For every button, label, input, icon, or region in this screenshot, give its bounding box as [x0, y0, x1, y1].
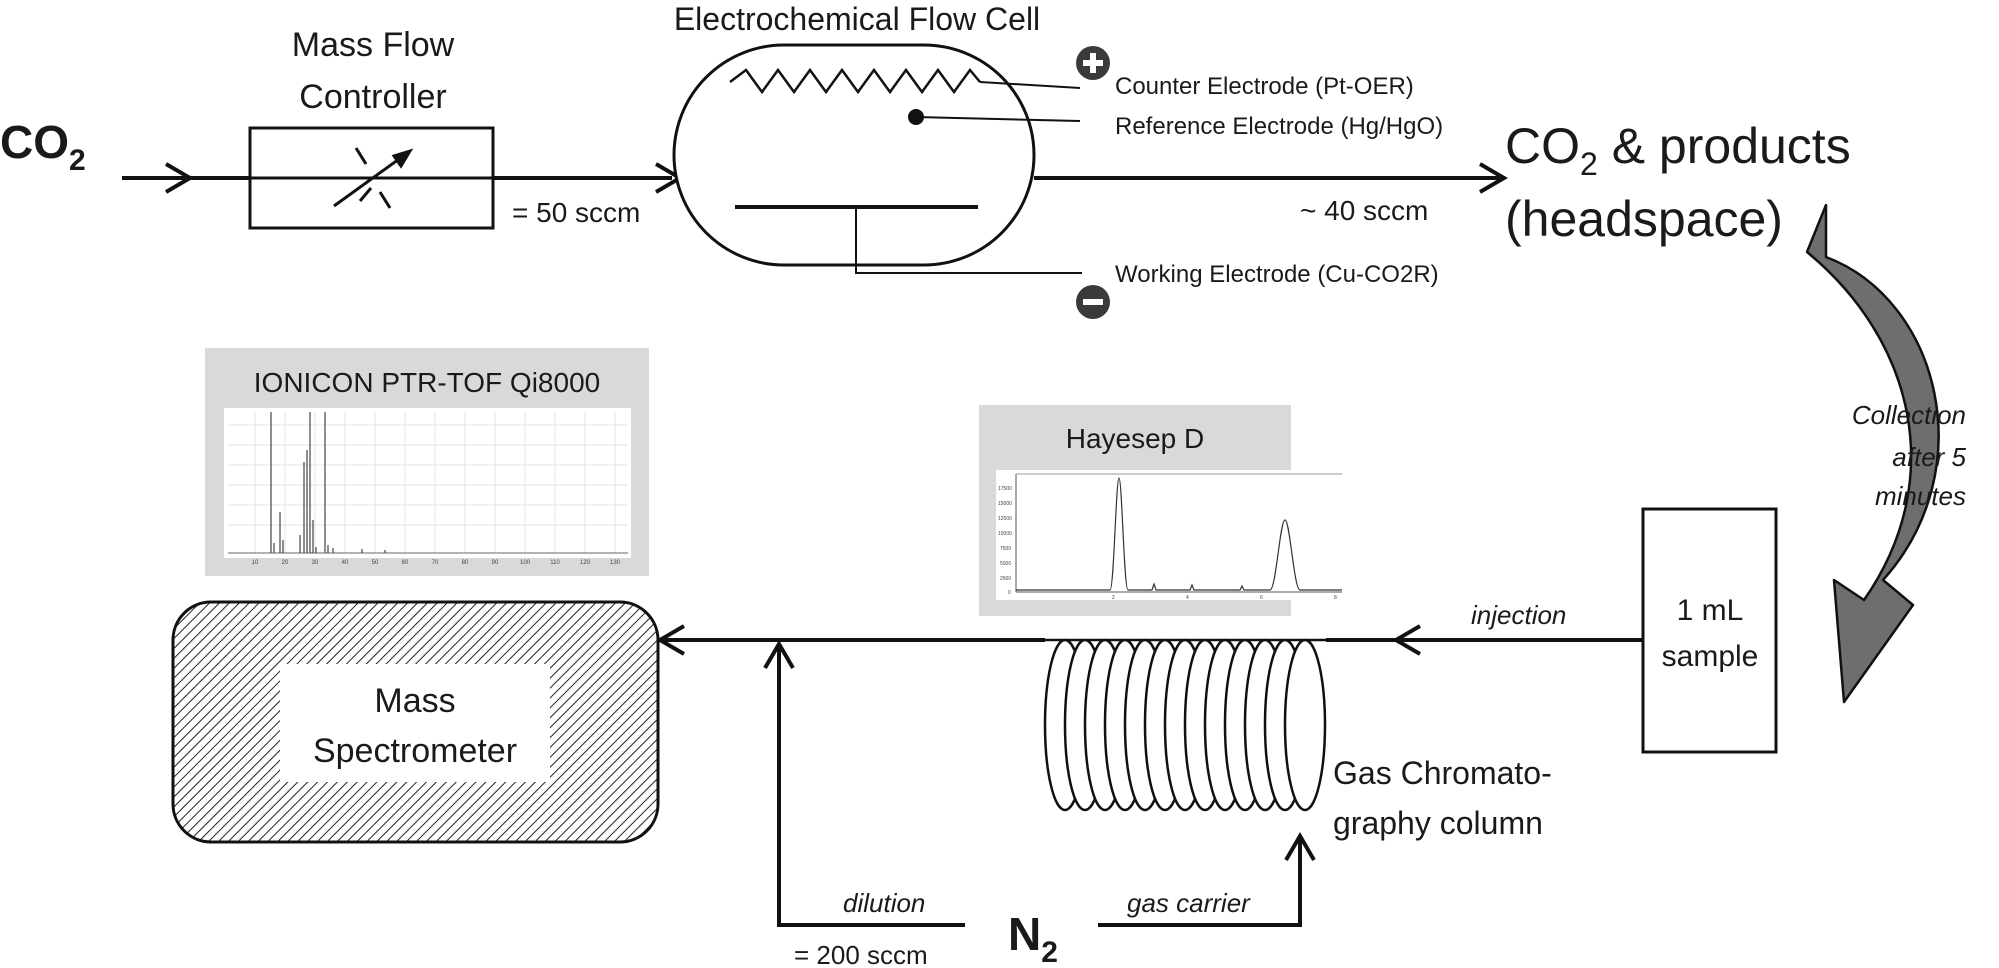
svg-text:120: 120: [580, 560, 591, 566]
svg-text:90: 90: [492, 560, 499, 566]
cell-outlet-line: [1034, 162, 1508, 194]
injection-label: injection: [1471, 600, 1566, 630]
dilution-flow-rate: = 200 sccm: [794, 940, 928, 968]
ms-inset-title: IONICON PTR-TOF Qi8000: [254, 367, 600, 398]
mass-spectrometer-label-1: Mass: [374, 682, 455, 720]
gc-column-label-1: Gas Chromato-: [1333, 755, 1552, 791]
svg-text:17500: 17500: [998, 486, 1012, 492]
gc-chromatogram-inset: Hayesep D 17500 15000 12500 10000 7500 5…: [979, 405, 1344, 616]
valve-symbol-icon: [250, 147, 493, 209]
svg-text:80: 80: [462, 560, 469, 566]
collection-label-1: Collection: [1852, 400, 1966, 430]
svg-text:100: 100: [520, 560, 531, 566]
plus-badge-icon: [1076, 46, 1110, 80]
svg-text:5000: 5000: [1000, 561, 1011, 567]
gc-to-ms-line: [656, 624, 1045, 656]
svg-text:6: 6: [1260, 595, 1263, 601]
sample-label-2: sample: [1662, 640, 1759, 673]
svg-text:12500: 12500: [998, 516, 1012, 522]
headspace-subtitle: (headspace): [1505, 191, 1783, 247]
collection-label-2: after 5: [1892, 442, 1966, 472]
co2-input-label: CO2: [0, 116, 86, 177]
collection-label-3: minutes: [1875, 481, 1966, 511]
gc-column-coil-icon: [1043, 638, 1327, 812]
ms-spectrum-inset: IONICON PTR-TOF Qi8000: [205, 348, 649, 576]
gas-carrier-label: gas carrier: [1127, 888, 1251, 918]
carrier-line: [1098, 832, 1316, 927]
svg-text:40: 40: [342, 560, 349, 566]
svg-text:30: 30: [312, 560, 319, 566]
collection-curved-arrow-icon: [1805, 203, 1940, 704]
svg-text:60: 60: [402, 560, 409, 566]
svg-text:7500: 7500: [1000, 546, 1011, 552]
sample-box: [1641, 507, 1778, 754]
svg-text:130: 130: [610, 560, 621, 566]
mass-spectrometer-label-bg: [280, 664, 550, 782]
gc-chromatogram-plot: 17500 15000 12500 10000 7500 5000 2500 0…: [998, 473, 1342, 601]
outlet-flow-rate: ~ 40 sccm: [1300, 195, 1428, 226]
mass-spectrometer-label-2: Spectrometer: [313, 732, 517, 770]
svg-text:8: 8: [1334, 595, 1337, 601]
svg-text:10: 10: [252, 560, 259, 566]
headspace-title: CO2 & products: [1505, 118, 1851, 182]
svg-text:50: 50: [372, 560, 379, 566]
svg-text:15000: 15000: [998, 501, 1012, 507]
svg-text:10000: 10000: [998, 531, 1012, 537]
gc-inset-title: Hayesep D: [1066, 423, 1205, 454]
dilution-line: [763, 640, 965, 927]
mfc-title-2: Controller: [299, 78, 446, 116]
ms-spectrum-plot: 10 20 30 40 50 60 70 80 90 100 110 120 1…: [228, 412, 628, 566]
flow-cell-title: Electrochemical Flow Cell: [674, 1, 1040, 37]
counter-electrode-label: Counter Electrode (Pt-OER): [1115, 73, 1414, 100]
flow-cell-body: [672, 43, 1036, 267]
injection-line: [1326, 624, 1643, 656]
counter-electrode-zigzag-icon: [729, 67, 981, 95]
mfc-flow-rate: = 50 sccm: [512, 197, 640, 228]
minus-badge-icon: [1076, 285, 1110, 319]
counter-lead: [979, 81, 1081, 89]
reference-lead: [915, 116, 1081, 122]
svg-text:2500: 2500: [1000, 576, 1011, 582]
co2-feed-line: [122, 162, 250, 194]
svg-text:20: 20: [282, 560, 289, 566]
n2-label: N2: [1008, 908, 1058, 968]
working-electrode-label: Working Electrode (Cu-CO2R): [1115, 261, 1439, 288]
mfc-title: Mass Flow: [292, 26, 455, 64]
working-lead: [855, 207, 1082, 274]
svg-text:70: 70: [432, 560, 439, 566]
svg-text:0: 0: [1008, 590, 1011, 596]
svg-text:110: 110: [550, 560, 560, 566]
svg-text:2: 2: [1112, 595, 1115, 601]
gc-column-label-2: graphy column: [1333, 805, 1543, 841]
dilution-label: dilution: [843, 888, 925, 918]
svg-text:4: 4: [1186, 595, 1189, 601]
reference-electrode-label: Reference Electrode (Hg/HgO): [1115, 113, 1443, 140]
mfc-to-cell-line: [493, 162, 684, 194]
sample-label-1: 1 mL: [1677, 594, 1744, 627]
